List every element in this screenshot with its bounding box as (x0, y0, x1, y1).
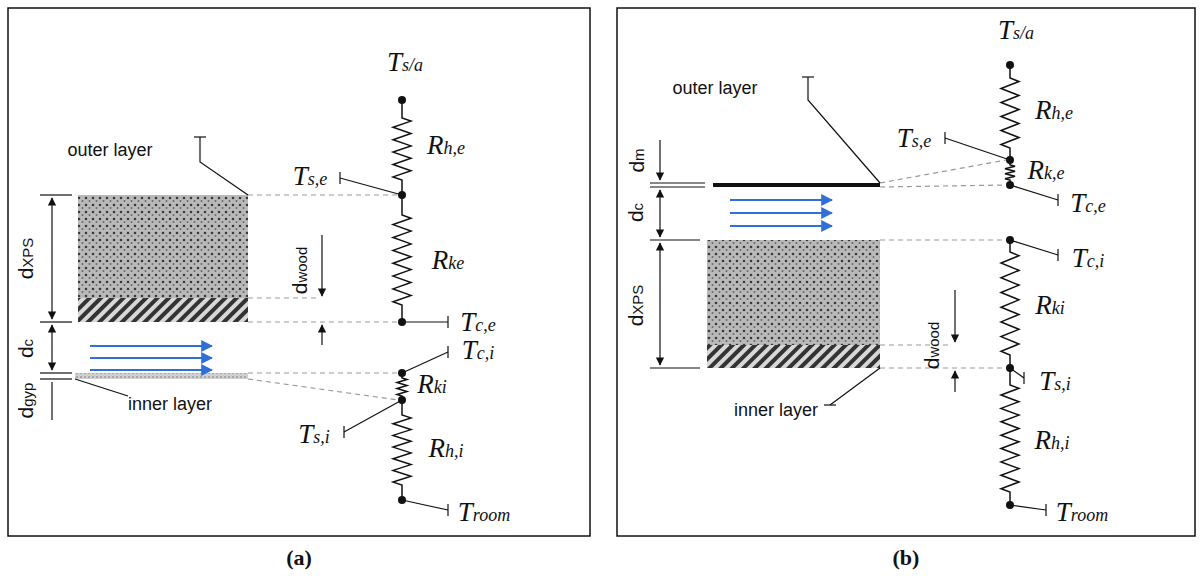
node-label: Tc,e (460, 309, 496, 336)
panel-caption: (a) (286, 547, 312, 569)
resistor-symbol (1001, 368, 1019, 505)
node-label: Ts/a (998, 17, 1034, 44)
dimension-label: dwood (289, 246, 310, 294)
dimension-label: dwood (921, 321, 942, 369)
resistor-symbol (393, 400, 411, 500)
resistor-symbol (1001, 65, 1019, 160)
node-label: Ts/a (387, 49, 423, 76)
dimension-label: dc (16, 338, 37, 357)
node-label: Rke (432, 247, 464, 274)
node-label: Troom (1056, 499, 1108, 526)
layer-label: outer layer (67, 141, 152, 159)
layer-label: outer layer (672, 79, 757, 97)
node-label: Tc,e (1070, 190, 1106, 217)
resistor-symbol (393, 100, 411, 195)
dimension-label: dm (626, 148, 647, 172)
layer-label: inner layer (128, 395, 212, 413)
node-label: Rh,e (427, 132, 465, 159)
node-label: Rki (1035, 292, 1065, 319)
dimension-label: dgyp (16, 382, 37, 418)
resistor-symbol (1001, 240, 1019, 368)
panel-caption: (b) (893, 547, 920, 569)
layer-label: inner layer (734, 401, 818, 419)
dimension-label: dXPS (625, 284, 646, 326)
node-label: Rh,i (1034, 427, 1069, 454)
node-label: Troom (458, 499, 510, 526)
node-label: Rki (417, 371, 447, 398)
node-label: Ts,e (897, 125, 932, 152)
resistor-symbol (397, 373, 407, 400)
resistor-symbol (393, 195, 411, 322)
node-label: Ts,e (293, 163, 328, 190)
node-label: Tc,i (1072, 245, 1105, 272)
node-label: Ts,i (298, 421, 330, 448)
node-label: Tc,i (462, 337, 495, 364)
dimension-label: dXPS (15, 237, 36, 279)
node-label: Rh,e (1035, 97, 1073, 124)
node-label: Ts,i (1039, 368, 1071, 395)
node-label: Rk,e (1028, 157, 1065, 184)
node-label: Rh,i (428, 435, 463, 462)
dimension-label: dc (626, 202, 647, 221)
